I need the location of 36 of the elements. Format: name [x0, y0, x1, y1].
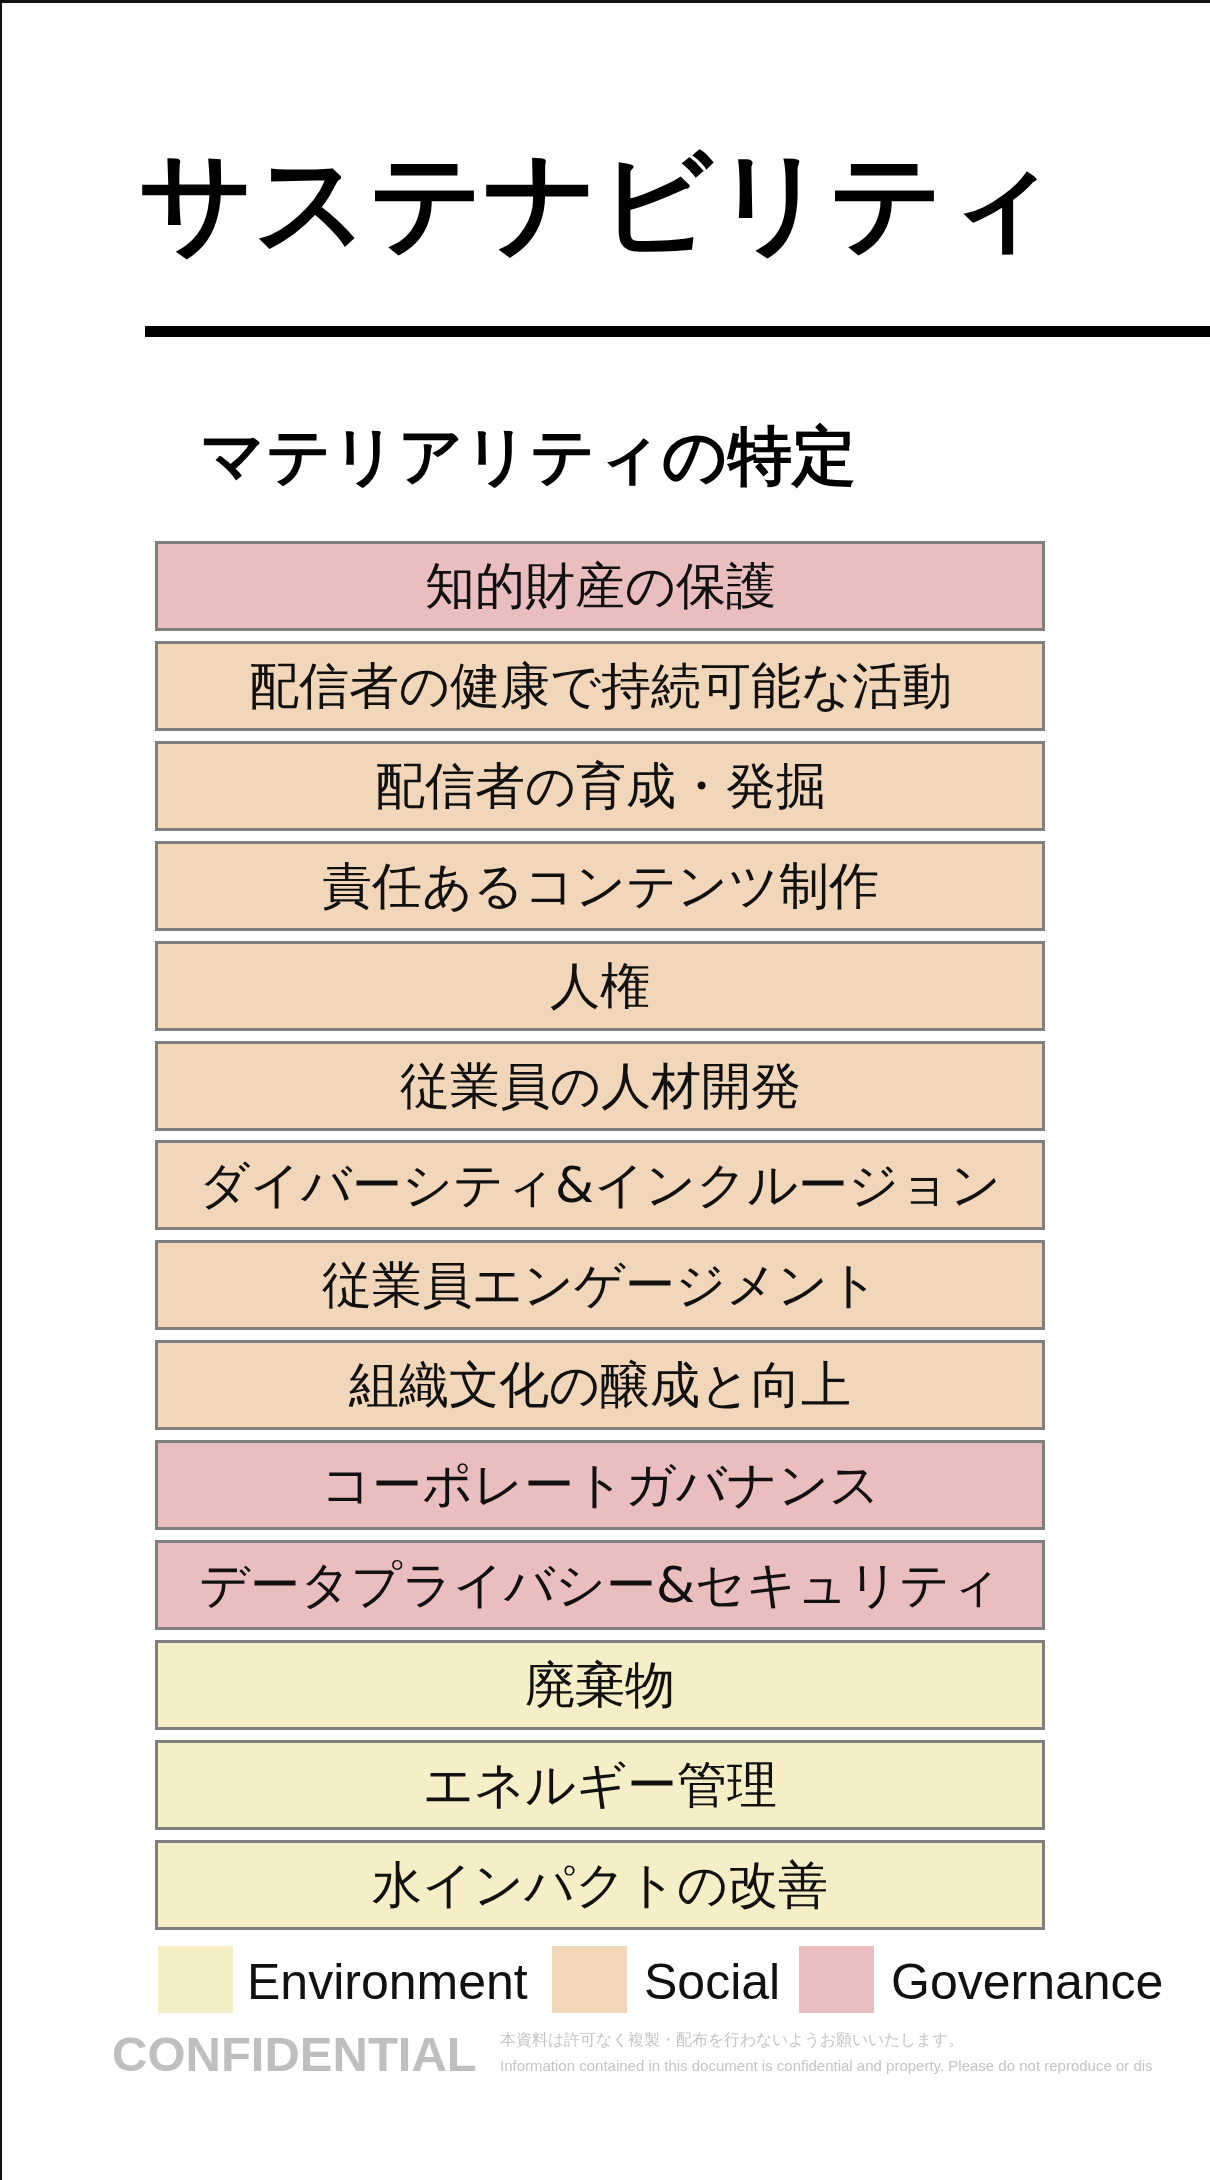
- materiality-box: [155, 1440, 1045, 1530]
- materiality-label: 配信者の育成・発掘: [374, 761, 826, 811]
- materiality-box: [155, 1740, 1045, 1830]
- materiality-label: データプライバシー&セキュリティ: [199, 1560, 1001, 1610]
- materiality-box: [155, 941, 1045, 1031]
- materiality-box: [155, 1240, 1045, 1330]
- materiality-box: [155, 841, 1045, 931]
- materiality-box: [155, 1140, 1045, 1230]
- materiality-box: [155, 1540, 1045, 1630]
- materiality-label: 従業員エンゲージメント: [321, 1260, 879, 1310]
- materiality-label: ダイバーシティ&インクルージョン: [199, 1160, 1001, 1210]
- materiality-box: [155, 1041, 1045, 1131]
- section-heading: マテリアリティの特定: [200, 424, 856, 488]
- notice-text: 本資料は許可なく複製・配布を行わないようお願いいたします。: [500, 2032, 964, 2048]
- notice-text: Information contained in this document is confidential and property. Please do not reproduce or dis: [500, 2058, 1153, 2073]
- materiality-label: 人権: [550, 961, 650, 1011]
- confidential-mark: CONFIDENTIAL: [112, 2030, 477, 2079]
- materiality-label: 組織文化の醸成と向上: [349, 1360, 851, 1410]
- materiality-box: [155, 1640, 1045, 1730]
- legend-label: Social: [644, 1957, 781, 2007]
- materiality-label: エネルギー管理: [423, 1760, 777, 1810]
- materiality-box: [155, 1340, 1045, 1430]
- materiality-label: 責任あるコンテンツ制作: [321, 861, 879, 911]
- materiality-label: 廃棄物: [525, 1660, 675, 1710]
- materiality-label: 水インパクトの改善: [372, 1860, 828, 1910]
- legend-label: Governance: [891, 1957, 1164, 2007]
- materiality-box: [155, 641, 1045, 731]
- materiality-label: 従業員の人材開発: [399, 1061, 801, 1111]
- materiality-box: [155, 541, 1045, 631]
- materiality-box: [155, 1840, 1045, 1930]
- materiality-box: [155, 741, 1045, 831]
- page-title: サステナビリティ: [139, 146, 1059, 258]
- materiality-label: コーポレートガバナンス: [320, 1460, 880, 1510]
- materiality-label: 配信者の健康で持続可能な活動: [248, 661, 952, 711]
- materiality-label: 知的財産の保護: [424, 561, 776, 611]
- legend-label: Environment: [247, 1957, 528, 2007]
